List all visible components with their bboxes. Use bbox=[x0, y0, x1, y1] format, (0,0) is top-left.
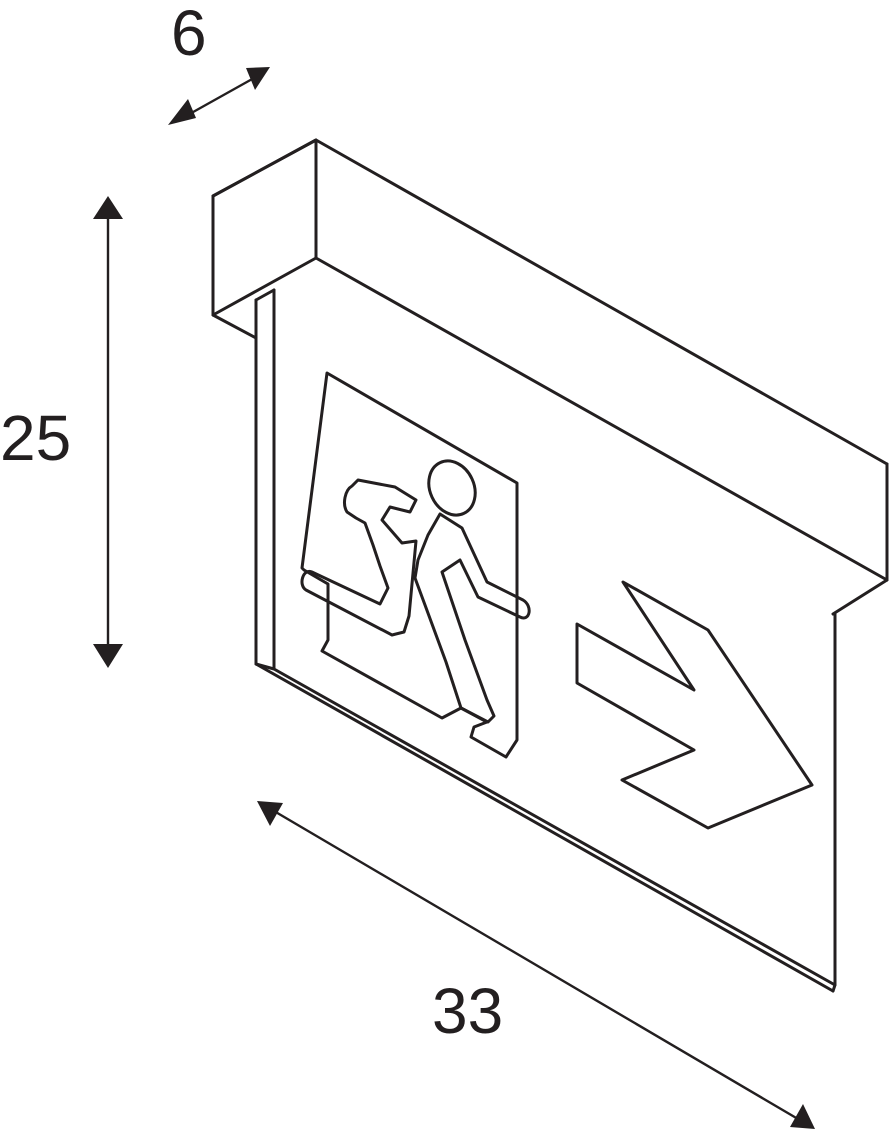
running-man-head bbox=[427, 459, 477, 517]
width-arrowhead-end bbox=[790, 1104, 815, 1129]
width-arrowhead-start bbox=[257, 801, 283, 826]
height-dimension: 25 bbox=[0, 196, 123, 668]
depth-arrowhead-end bbox=[246, 67, 270, 90]
housing-end-face bbox=[211, 138, 318, 317]
depth-arrowhead-start bbox=[168, 99, 196, 125]
housing-bottom-right bbox=[831, 578, 889, 616]
housing-top-face bbox=[211, 138, 889, 466]
running-man-legs bbox=[413, 512, 531, 724]
panel-edge-back bbox=[254, 298, 835, 993]
height-arrowhead-bottom bbox=[93, 644, 123, 668]
panel-edge-corner bbox=[831, 983, 837, 993]
mounting-housing bbox=[211, 138, 889, 616]
panel-edge-bottom bbox=[254, 662, 276, 671]
running-man-icon bbox=[300, 459, 531, 724]
panel-top-join bbox=[254, 288, 276, 302]
height-label: 25 bbox=[0, 402, 71, 474]
width-dimension: 33 bbox=[257, 801, 815, 1129]
housing-front-face bbox=[314, 256, 889, 582]
width-dimension-line bbox=[272, 809, 800, 1121]
panel-face bbox=[272, 288, 837, 987]
depth-label: 6 bbox=[171, 0, 207, 69]
running-man-body bbox=[300, 478, 418, 637]
height-arrowhead-top bbox=[93, 196, 123, 219]
sign-panel bbox=[254, 288, 837, 993]
arrow-right-icon bbox=[575, 580, 814, 830]
depth-dimension-line bbox=[184, 76, 256, 118]
door-frame-icon bbox=[300, 371, 519, 759]
housing-bottom-edge bbox=[211, 313, 258, 340]
width-label: 33 bbox=[432, 975, 503, 1047]
depth-dimension: 6 bbox=[168, 0, 270, 125]
